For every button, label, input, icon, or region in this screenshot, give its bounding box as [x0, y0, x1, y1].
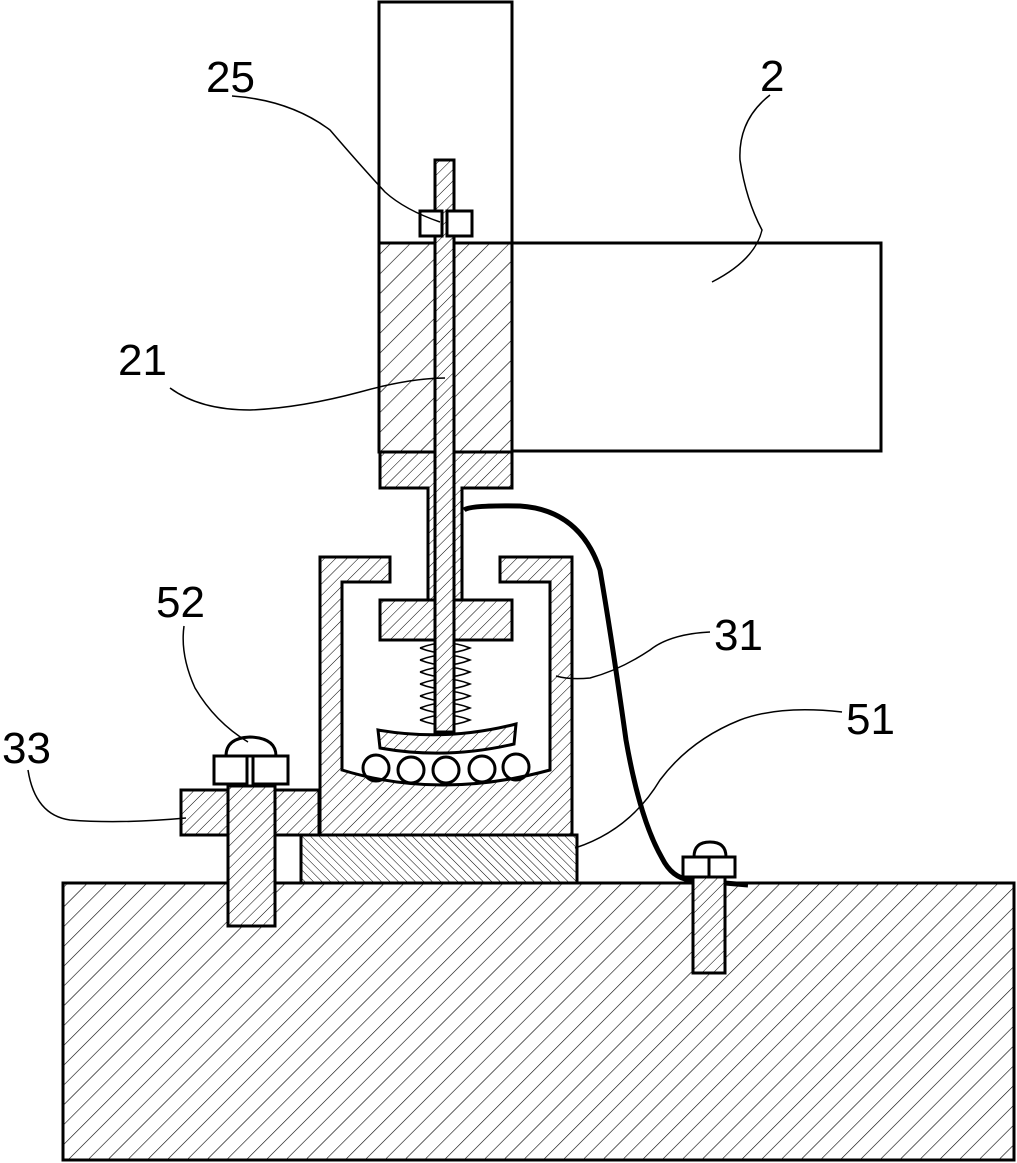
- base-plate: [299, 833, 579, 885]
- label-bolt: 52: [156, 578, 205, 627]
- label-nut: 25: [206, 53, 255, 102]
- bolt-left-cap: [224, 735, 278, 758]
- base-block: [61, 881, 1016, 1162]
- label-motor: 2: [760, 52, 784, 101]
- bolt-right-shank: [691, 873, 727, 975]
- leader-lines: [27, 94, 843, 849]
- motor: [510, 241, 883, 453]
- label-bracket: 33: [2, 724, 51, 773]
- bolt-left-shank: [226, 784, 277, 928]
- curved-plate: [376, 722, 518, 755]
- bolt-left-nut-b: [251, 754, 290, 786]
- leader-33: [27, 769, 187, 823]
- leader-2: [711, 94, 771, 283]
- nut-b: [445, 209, 474, 238]
- rollers: [361, 752, 531, 785]
- leader-21: [169, 377, 446, 411]
- leader-52: [182, 625, 249, 743]
- housing-cavity: [341, 582, 551, 786]
- leader-31: [555, 631, 711, 680]
- rod: [433, 158, 456, 734]
- label-rod: 21: [118, 336, 167, 385]
- spring: [419, 642, 473, 726]
- leader-51: [574, 709, 843, 849]
- bolt-right-cap: [692, 840, 728, 859]
- label-housing: 31: [714, 611, 763, 660]
- ground-wire: [462, 503, 749, 888]
- label-base-plate: 51: [846, 695, 895, 744]
- leader-25: [231, 95, 441, 223]
- bolt-left-nut-a: [212, 754, 249, 786]
